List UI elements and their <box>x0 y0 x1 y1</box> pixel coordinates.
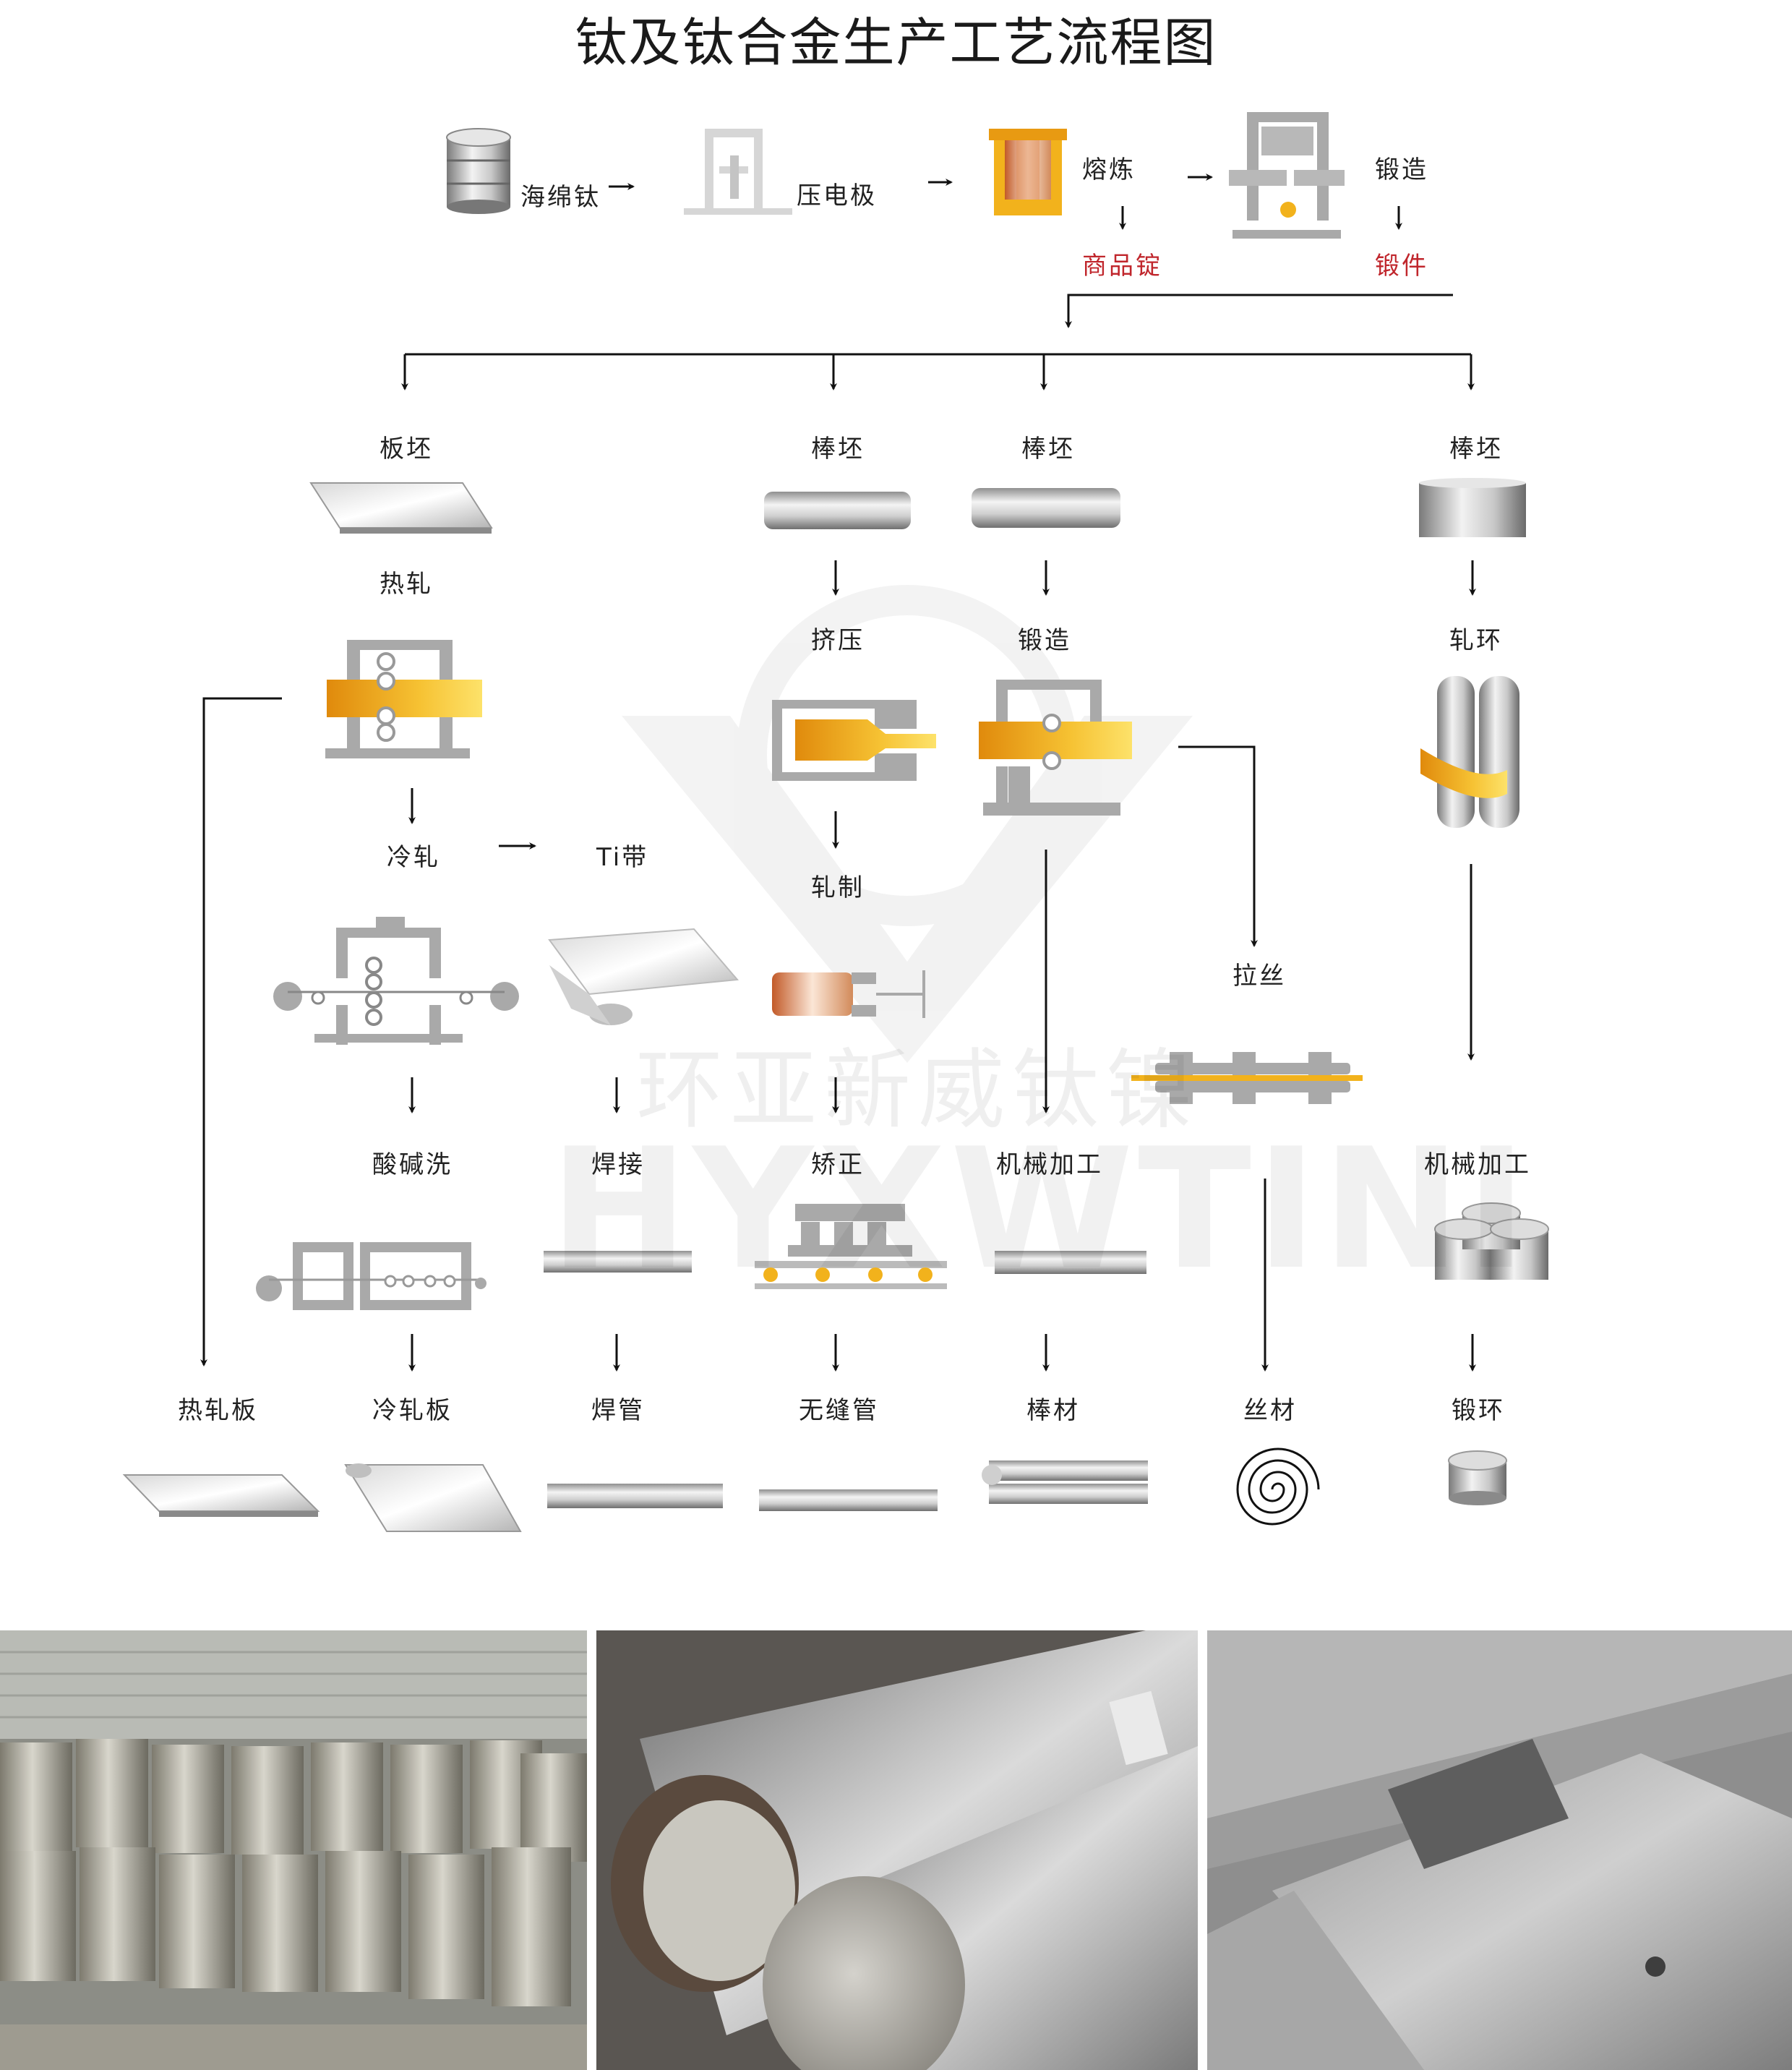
photo-drums-warehouse <box>0 1630 587 2070</box>
tube-rolling-icon <box>772 970 925 1018</box>
extrusion-press-icon <box>772 700 936 781</box>
watermark-cn: 环亚新威钛镍 <box>636 1040 1200 1141</box>
pickling-line-icon <box>256 1242 486 1310</box>
product-photo-strip <box>0 1630 1792 2070</box>
seamless-pipe-product-icon <box>759 1489 938 1511</box>
bars-illustration <box>596 1630 1198 2070</box>
wire-coil-icon <box>1236 1447 1320 1526</box>
slab-illustration <box>1207 1630 1792 2070</box>
plate-flow-arrows <box>200 697 536 1372</box>
label-hot-rolling: 热轧 <box>380 570 433 599</box>
label-plate-billet: 板坯 <box>380 435 433 463</box>
label-bar-stock: 棒材 <box>1026 1396 1080 1425</box>
diagram-graphics <box>122 112 1549 1532</box>
press-electrode-icon <box>684 129 792 215</box>
bar-stock-product-icon <box>982 1460 1148 1504</box>
ring-billet-icon <box>1419 478 1526 537</box>
label-forging-top: 锻造 <box>1375 155 1428 184</box>
welded-pipe-product-icon <box>547 1484 723 1508</box>
label-ring-rolling: 轧环 <box>1449 626 1503 655</box>
label-melting: 熔炼 <box>1082 155 1136 184</box>
titanium-strip-icon <box>548 928 739 1025</box>
bar-flow-arrows <box>1042 560 1258 1372</box>
label-cold-rolled-plate: 冷轧板 <box>372 1396 453 1425</box>
label-bar-machining: 机械加工 <box>996 1150 1103 1179</box>
label-welding: 焊接 <box>591 1150 645 1179</box>
label-bar-forging: 锻造 <box>1018 626 1071 655</box>
label-wire: 丝材 <box>1243 1396 1297 1425</box>
label-tube-rolling: 轧制 <box>811 873 865 902</box>
welded-tube-icon <box>544 1251 692 1273</box>
label-ring-machining: 机械加工 <box>1424 1150 1531 1179</box>
machined-rings-icon <box>1434 1202 1549 1280</box>
wire-drawing-machine-icon <box>1131 1052 1363 1104</box>
label-press-electrode: 压电极 <box>797 181 877 210</box>
label-sponge-titanium: 海绵钛 <box>520 183 601 212</box>
plate-billet-icon <box>309 482 493 534</box>
label-commercial-ingot: 商品锭 <box>1082 252 1162 281</box>
label-cold-rolling: 冷轧 <box>387 843 440 872</box>
label-ring-billet: 棒坯 <box>1449 435 1503 463</box>
cold-rolled-plate-icon <box>344 1463 522 1532</box>
forge-press-icon <box>1229 112 1345 239</box>
process-flow-diagram: 钛及钛合金生产工艺流程图 <box>122 12 1549 1532</box>
diagram-title: 钛及钛合金生产工艺流程图 <box>575 12 1217 73</box>
drums-illustration <box>0 1630 587 2070</box>
bar-forging-press-icon <box>979 680 1132 816</box>
bar-billet-icon <box>972 488 1120 528</box>
label-hot-rolled-plate: 热轧板 <box>178 1396 258 1425</box>
label-titanium-strip: Ti带 <box>596 843 649 872</box>
ring-flow-arrows <box>1467 560 1476 1372</box>
label-extrusion: 挤压 <box>811 626 865 655</box>
label-straightening: 矫正 <box>811 1150 865 1179</box>
photo-titanium-slab <box>1207 1630 1792 2070</box>
label-seamless-pipe: 无缝管 <box>799 1396 879 1425</box>
label-forged-ring: 锻环 <box>1452 1396 1505 1425</box>
extrusion-billet-icon <box>764 492 911 529</box>
hot-rolled-plate-icon <box>122 1474 320 1517</box>
ring-rolling-icon <box>1420 676 1519 828</box>
watermark-en: HYXWTINI <box>549 1113 1532 1306</box>
forged-ring-product-icon <box>1448 1450 1507 1505</box>
straightening-machine-icon <box>755 1204 947 1289</box>
machined-bar-icon <box>995 1251 1146 1274</box>
hot-rolling-mill-icon <box>325 640 482 758</box>
label-wire-drawing: 拉丝 <box>1232 962 1286 991</box>
label-pickling: 酸碱洗 <box>372 1150 453 1179</box>
label-forgings: 锻件 <box>1375 252 1428 281</box>
cold-rolling-mill-icon <box>273 917 519 1045</box>
photo-titanium-bars <box>596 1630 1198 2070</box>
label-extrusion-billet: 棒坯 <box>811 435 865 463</box>
label-bar-billet: 棒坯 <box>1021 435 1075 463</box>
label-welded-pipe: 焊管 <box>591 1396 645 1425</box>
top-flow-arrows <box>401 174 1475 390</box>
sponge-titanium-drum-icon <box>446 128 511 214</box>
melting-furnace-icon <box>989 129 1067 215</box>
